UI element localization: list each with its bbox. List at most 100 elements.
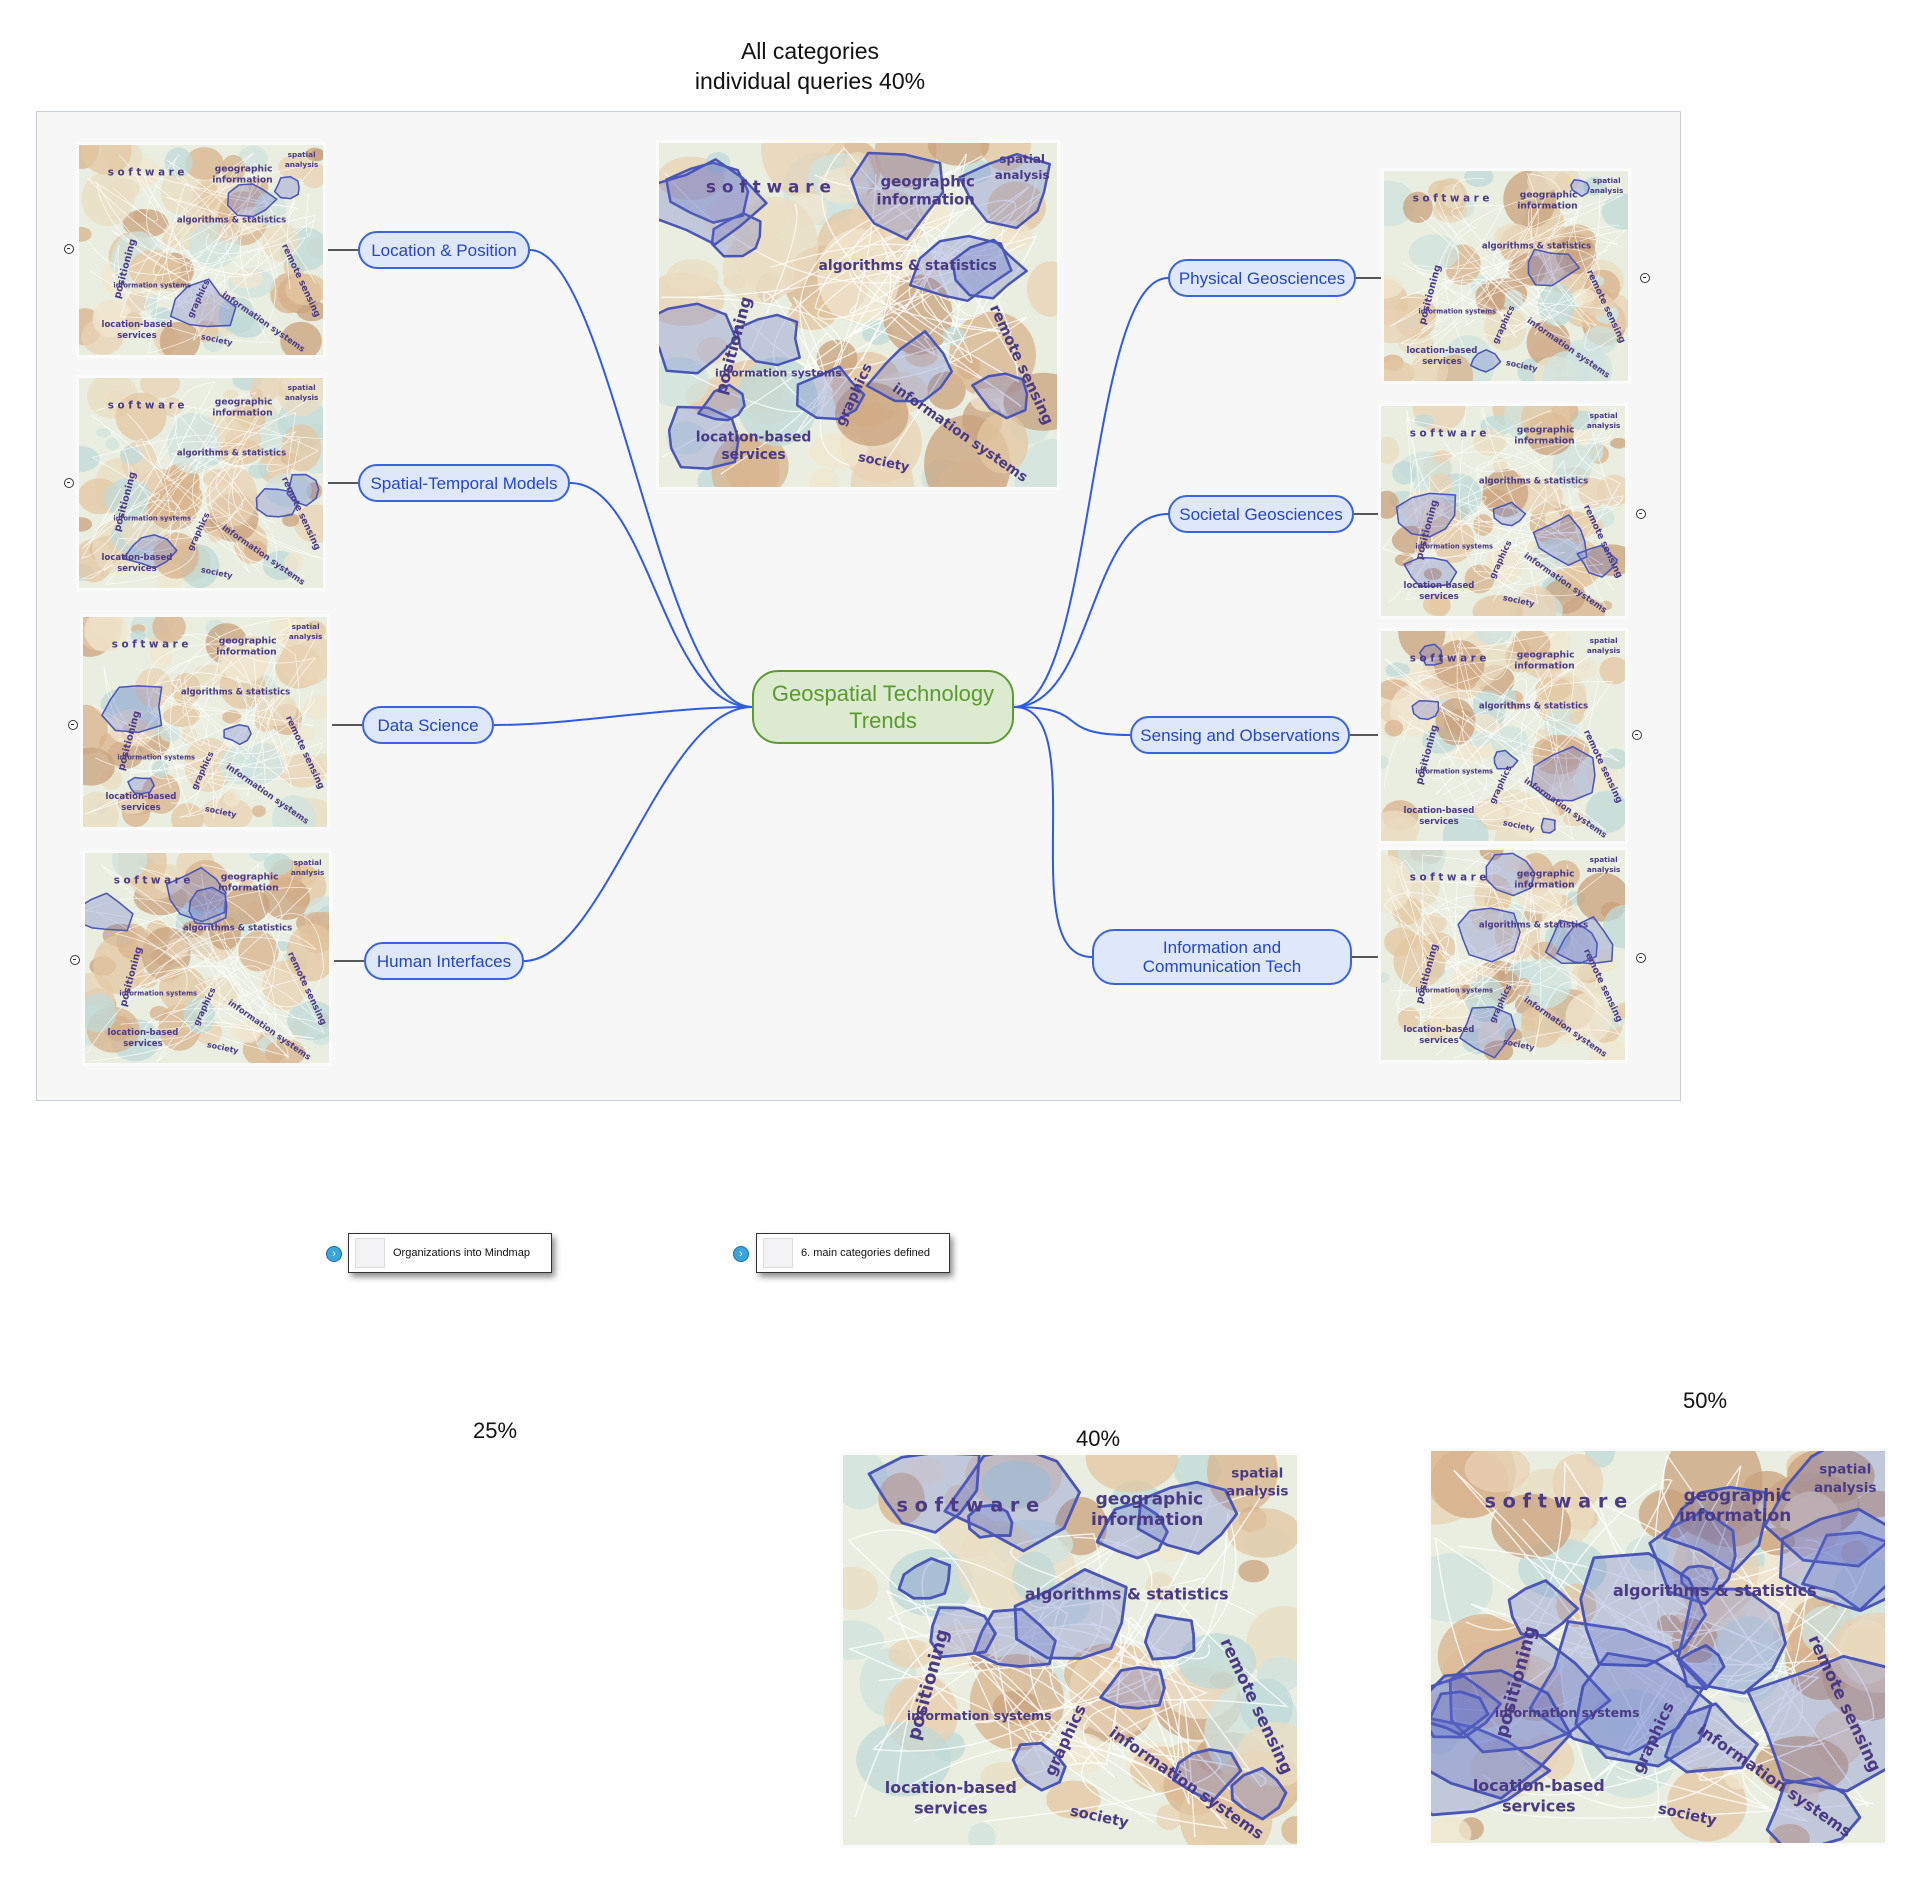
title-line-2: individual queries 40% xyxy=(694,68,926,94)
svg-text:services: services xyxy=(123,1039,162,1049)
svg-text:analysis: analysis xyxy=(1814,1480,1876,1496)
svg-text:spatial: spatial xyxy=(1590,636,1618,645)
card-link-icon[interactable]: › xyxy=(733,1246,749,1262)
topic-location-position[interactable]: Location & Position xyxy=(358,231,530,269)
svg-text:location-based: location-based xyxy=(1404,581,1475,591)
collapse-toggle[interactable] xyxy=(64,244,74,254)
svg-text:analysis: analysis xyxy=(291,868,325,877)
slide-thumbnail xyxy=(355,1238,385,1268)
page-title: All categories individual queries 40% xyxy=(560,36,1060,96)
svg-text:geographic: geographic xyxy=(880,173,974,191)
central-topic-node[interactable]: Geospatial Technology Trends xyxy=(752,670,1014,744)
svg-text:information systems: information systems xyxy=(907,1708,1052,1723)
collapse-toggle[interactable] xyxy=(64,478,74,488)
slide-card-main-categories[interactable]: 6. main categories defined xyxy=(756,1233,950,1273)
svg-text:analysis: analysis xyxy=(995,168,1050,182)
svg-text:s o f t w a r e: s o f t w a r e xyxy=(108,399,185,411)
svg-text:spatial: spatial xyxy=(1231,1466,1283,1482)
link-left-2 xyxy=(493,706,753,726)
svg-text:s o f t w a r e: s o f t w a r e xyxy=(112,638,189,650)
svg-text:information: information xyxy=(212,409,272,419)
card-link-icon[interactable]: › xyxy=(326,1246,342,1262)
svg-text:s o f t w a r e: s o f t w a r e xyxy=(114,874,191,886)
topic-sensing-observations[interactable]: Sensing and Observations xyxy=(1130,716,1350,754)
collapse-toggle[interactable] xyxy=(1640,273,1650,283)
central-topic-label: Geospatial Technology Trends xyxy=(771,681,995,733)
svg-text:services: services xyxy=(1419,817,1458,827)
topic-label: Information and Communication Tech xyxy=(1142,938,1302,976)
svg-text:information: information xyxy=(218,884,278,894)
svg-text:analysis: analysis xyxy=(285,393,319,402)
topic-physical-geosciences[interactable]: Physical Geosciences xyxy=(1168,259,1356,297)
collapse-toggle[interactable] xyxy=(1636,509,1646,519)
svg-text:spatial: spatial xyxy=(1590,855,1618,864)
topic-label: Sensing and Observations xyxy=(1140,725,1340,745)
svg-text:services: services xyxy=(1422,357,1461,367)
svg-text:information systems: information systems xyxy=(1415,543,1493,551)
svg-text:geographic: geographic xyxy=(1517,426,1575,436)
svg-text:algorithms & statistics: algorithms & statistics xyxy=(177,216,286,226)
collapse-toggle[interactable] xyxy=(1632,730,1642,740)
svg-text:information systems: information systems xyxy=(715,367,842,380)
topic-data-science[interactable]: Data Science xyxy=(362,706,494,744)
topic-human-interfaces[interactable]: Human Interfaces xyxy=(364,942,524,980)
svg-text:geographic: geographic xyxy=(219,637,277,647)
svg-text:services: services xyxy=(1502,1796,1575,1815)
svg-text:analysis: analysis xyxy=(1587,421,1621,430)
svg-text:information systems: information systems xyxy=(1415,987,1493,995)
svg-text:information systems: information systems xyxy=(113,515,191,523)
svg-text:spatial: spatial xyxy=(1593,176,1621,185)
svg-text:information systems: information systems xyxy=(1415,768,1493,776)
slide-card-organizations[interactable]: Organizations into Mindmap xyxy=(348,1233,552,1273)
svg-text:algorithms & statistics: algorithms & statistics xyxy=(1613,1581,1817,1600)
topic-societal-geosciences[interactable]: Societal Geosciences xyxy=(1168,495,1354,533)
svg-text:analysis: analysis xyxy=(1226,1484,1288,1500)
svg-text:s o f t w a r e: s o f t w a r e xyxy=(896,1493,1039,1516)
svg-text:geographic: geographic xyxy=(1096,1489,1204,1509)
svg-text:information systems: information systems xyxy=(1418,308,1496,316)
collapse-toggle[interactable] xyxy=(1636,953,1646,963)
svg-text:information systems: information systems xyxy=(119,990,197,998)
svg-text:algorithms & statistics: algorithms & statistics xyxy=(1482,242,1591,252)
svg-text:information: information xyxy=(876,191,975,209)
svg-text:analysis: analysis xyxy=(1587,865,1621,874)
svg-text:geographic: geographic xyxy=(1520,191,1578,201)
svg-text:services: services xyxy=(914,1798,988,1817)
svg-text:location-based: location-based xyxy=(1473,1776,1605,1795)
slide-card-label: 6. main categories defined xyxy=(801,1247,931,1259)
svg-text:spatial: spatial xyxy=(294,858,322,867)
svg-text:algorithms & statistics: algorithms & statistics xyxy=(181,688,290,698)
svg-text:s o f t w a r e: s o f t w a r e xyxy=(1413,192,1490,204)
link-left-1 xyxy=(569,482,753,708)
topic-label: Location & Position xyxy=(371,240,517,260)
collapse-toggle[interactable] xyxy=(70,955,80,965)
svg-text:algorithms & statistics: algorithms & statistics xyxy=(1479,702,1588,712)
svg-text:spatial: spatial xyxy=(999,152,1045,166)
topic-information-communication-tech[interactable]: Information and Communication Tech xyxy=(1092,929,1352,985)
svg-text:analysis: analysis xyxy=(285,160,319,169)
svg-text:algorithms & statistics: algorithms & statistics xyxy=(1479,921,1588,931)
collapse-toggle[interactable] xyxy=(68,720,78,730)
link-right-3 xyxy=(1013,706,1093,958)
link-right-2 xyxy=(1013,706,1131,736)
svg-text:algorithms & statistics: algorithms & statistics xyxy=(819,258,997,274)
topic-spatial-temporal-models[interactable]: Spatial-Temporal Models xyxy=(358,464,570,502)
svg-text:s o f t w a r e: s o f t w a r e xyxy=(108,166,185,178)
topic-label: Data Science xyxy=(377,715,479,735)
svg-text:s o f t w a r e: s o f t w a r e xyxy=(1410,652,1487,664)
svg-text:s o f t w a r e: s o f t w a r e xyxy=(1410,871,1487,883)
svg-text:geographic: geographic xyxy=(1517,870,1575,880)
svg-text:s o f t w a r e: s o f t w a r e xyxy=(1410,427,1487,439)
